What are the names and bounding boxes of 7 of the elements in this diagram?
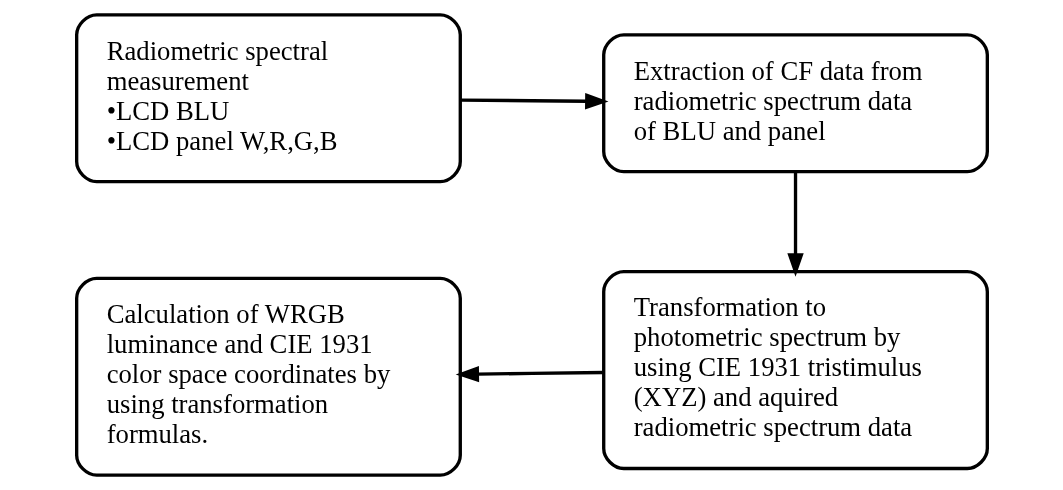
arrow [460, 93, 608, 110]
node-box: Radiometric spectral measurement •LCD BLU •LCD panel W,R,G,B [74, 13, 462, 184]
node-box: Extraction of CF data from radiometric spectrum data of BLU and panel [601, 33, 989, 174]
node-box: Transformation to photometric spectrum by using CIE 1931 tristimulus (XYZ) and aquired radiometric spectrum data [601, 270, 989, 471]
node-box: Calculation of WRGB luminance and CIE 1931 color space coordinates by using transformation formulas. [74, 276, 462, 477]
arrow [455, 365, 603, 383]
arrow [786, 171, 804, 277]
